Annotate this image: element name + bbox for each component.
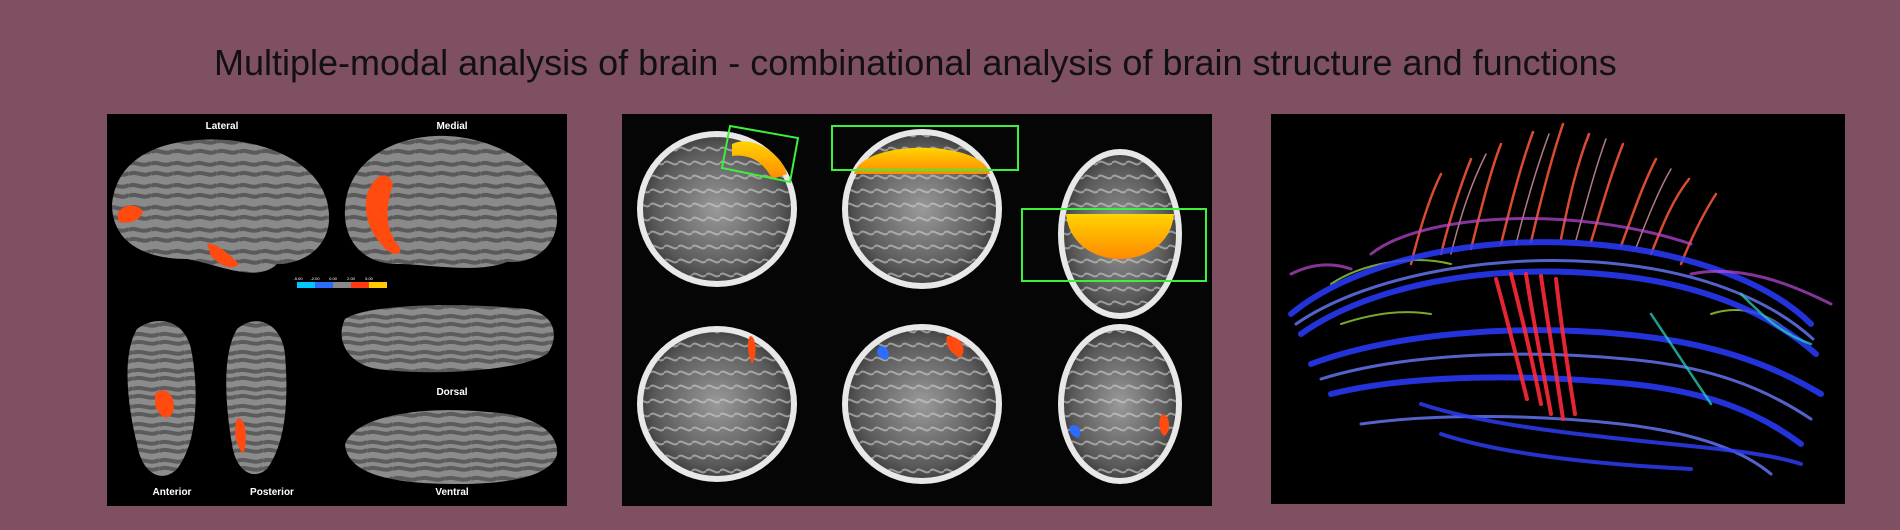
axial-slice-bottom bbox=[1058, 324, 1182, 484]
label-medial: Medial bbox=[436, 121, 468, 132]
label-posterior: Posterior bbox=[250, 487, 294, 498]
sagittal-slice-top bbox=[637, 124, 800, 287]
label-ventral: Ventral bbox=[435, 487, 469, 498]
posterior-view-brain bbox=[226, 321, 287, 475]
coronal-slice-bottom bbox=[842, 324, 1002, 484]
posterior-fibers bbox=[1649, 292, 1813, 406]
colorbar-tick: -5.00 bbox=[293, 276, 303, 281]
activation-blob bbox=[207, 243, 239, 268]
colorbar-tick: 5.00 bbox=[365, 276, 373, 281]
activation-blob bbox=[155, 390, 174, 418]
colorbar bbox=[297, 282, 387, 288]
colorbar-tick: 0.00 bbox=[329, 276, 337, 281]
activation-blob bbox=[117, 205, 143, 223]
colorbar-tick: 2.00 bbox=[347, 276, 355, 281]
tractography-image bbox=[1288, 122, 1833, 476]
mri-slices-panel bbox=[622, 114, 1212, 506]
colorbar-tick: -2.00 bbox=[310, 276, 320, 281]
arcuate-fibers bbox=[1289, 217, 1833, 306]
cortical-surface-image bbox=[112, 135, 558, 484]
label-anterior: Anterior bbox=[152, 487, 192, 498]
coronal-slice-top bbox=[831, 125, 1019, 289]
sagittal-slice-bottom bbox=[637, 326, 797, 482]
corticospinal-fibers bbox=[1494, 272, 1577, 421]
label-dorsal: Dorsal bbox=[436, 387, 468, 398]
activation-blob bbox=[365, 175, 401, 254]
activation-blob bbox=[235, 418, 246, 454]
page-title: Multiple-modal analysis of brain - combi… bbox=[214, 42, 1617, 83]
axial-slice-top bbox=[1021, 149, 1207, 319]
mri-slices-image bbox=[637, 124, 1207, 484]
association-fibers bbox=[1288, 239, 1824, 447]
lateral-hemisphere bbox=[112, 139, 330, 273]
label-lateral: Lateral bbox=[205, 121, 239, 132]
cortical-surface-panel: Lateral Medial Dorsal Anterior Posterior… bbox=[107, 114, 567, 506]
dorsal-view-brain bbox=[341, 305, 554, 373]
tractography-panel bbox=[1271, 114, 1845, 504]
ventral-view-brain bbox=[345, 410, 558, 484]
medial-hemisphere bbox=[344, 135, 558, 268]
